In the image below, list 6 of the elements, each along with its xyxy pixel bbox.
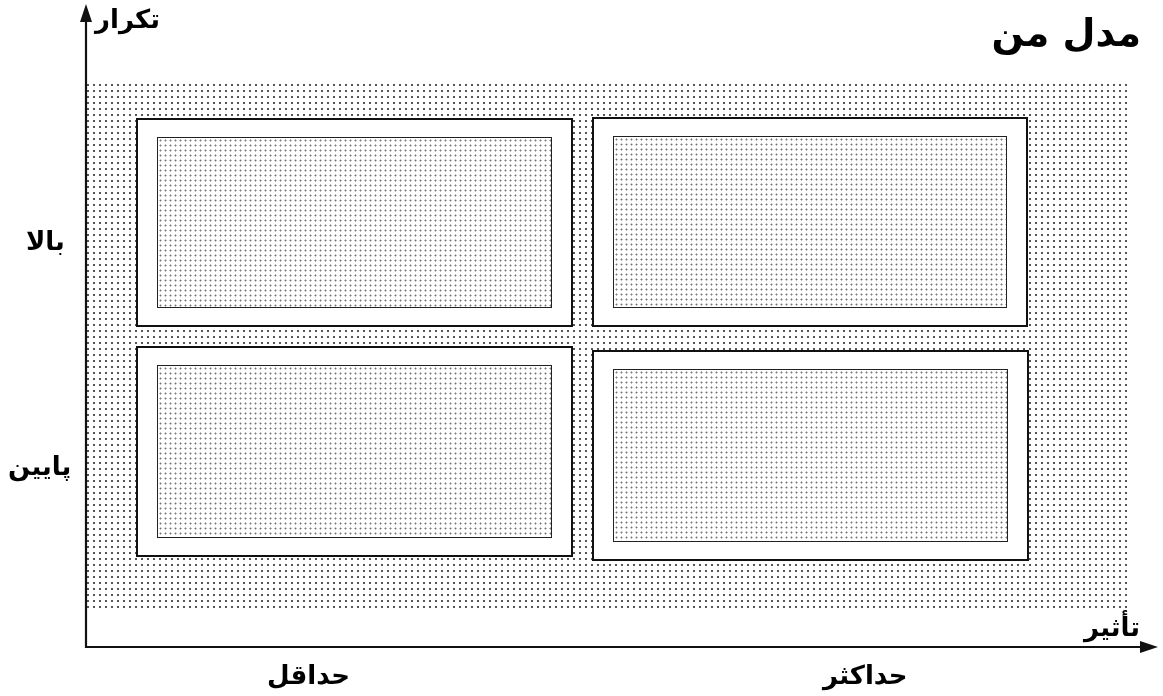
tick-label: حداقل xyxy=(267,662,350,688)
quadrant-box xyxy=(592,117,1028,327)
quadrant-box xyxy=(136,118,573,327)
quadrant-box xyxy=(136,346,573,557)
tick-label: بالا xyxy=(26,228,65,254)
quadrant-box xyxy=(592,350,1029,561)
